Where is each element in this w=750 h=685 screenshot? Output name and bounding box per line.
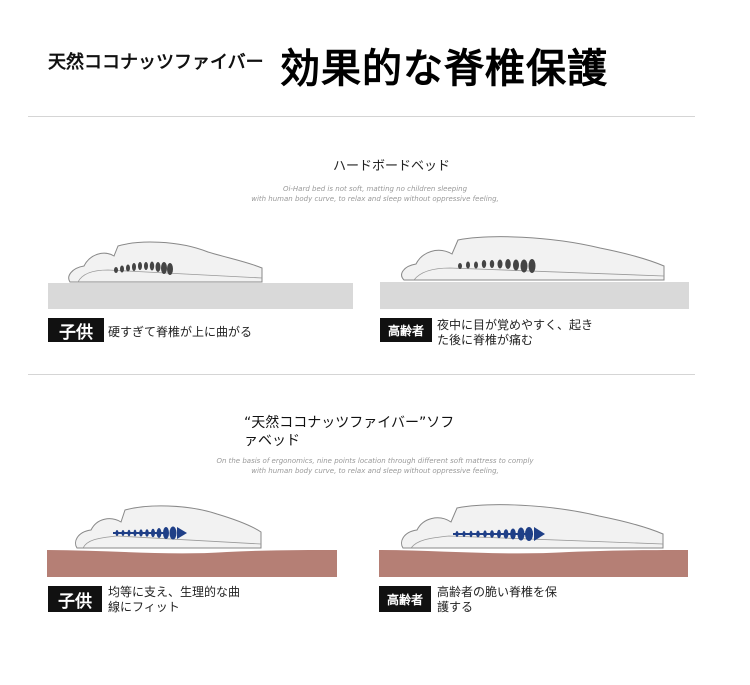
child-badge: 子供 — [48, 318, 104, 343]
header-subtitle: 天然ココナッツファイバー — [48, 52, 264, 73]
soft-mattress — [379, 550, 688, 577]
soft-bed-child-illustration — [47, 505, 337, 577]
caption-line: 護する — [437, 600, 474, 614]
soft-bed-title: “天然ココナッツファイバー”ソフ ァベッド — [244, 414, 454, 450]
hard-bed-description-line: Oi-Hard bed is not soft, matting no chil… — [282, 185, 468, 193]
soft-mattress — [47, 550, 337, 577]
soft-bed-description-line: with human body curve, to relax and slee… — [251, 467, 499, 475]
caption-line: 高齢者の脆い脊椎を保 — [437, 585, 558, 599]
hard-mattress — [380, 282, 689, 309]
soft-bed-description: On the basis of ergonomics, nine points … — [200, 456, 550, 476]
section-divider — [28, 374, 695, 375]
caption-line: 夜中に目が覚めやすく、起き — [437, 318, 594, 332]
spine-icon — [113, 526, 187, 540]
soft-bed-title-line: “天然ココナッツファイバー”ソフ — [244, 415, 455, 431]
caption-line: た後に脊椎が痛む — [437, 333, 534, 347]
soft-bed-description-line: On the basis of ergonomics, nine points … — [216, 457, 534, 465]
soft-bed-elder-illustration — [379, 504, 688, 577]
spine-icon — [114, 261, 173, 275]
hard-bed-child-illustration — [48, 241, 353, 309]
spine-icon — [458, 259, 536, 273]
hard-bed-elder-caption: 夜中に目が覚めやすく、起き た後に脊椎が痛む — [437, 318, 593, 348]
elder-badge: 高齢者 — [380, 318, 432, 342]
hard-bed-child-caption: 硬すぎて脊椎が上に曲がる — [108, 325, 253, 339]
soft-bed-elder-caption: 高齢者の脆い脊椎を保 護する — [437, 585, 557, 615]
spine-icon — [453, 527, 545, 541]
hard-bed-elder-illustration — [380, 236, 689, 309]
header-divider — [28, 116, 695, 117]
hard-bed-description-line: with human body curve, to relax and slee… — [251, 195, 499, 203]
hard-bed-title: ハードボードベッド — [333, 159, 451, 174]
page-title: 効果的な脊椎保護 — [280, 46, 608, 92]
hard-bed-description: Oi-Hard bed is not soft, matting no chil… — [200, 184, 550, 204]
elder-badge: 高齢者 — [379, 586, 431, 612]
soft-bed-child-caption: 均等に支え、生理的な曲 線にフィット — [108, 585, 240, 615]
child-badge: 子供 — [48, 586, 102, 612]
caption-line: 線にフィット — [108, 600, 180, 614]
soft-bed-title-line: ァベッド — [244, 433, 300, 449]
caption-line: 均等に支え、生理的な曲 — [108, 585, 241, 599]
hard-mattress — [48, 283, 353, 309]
